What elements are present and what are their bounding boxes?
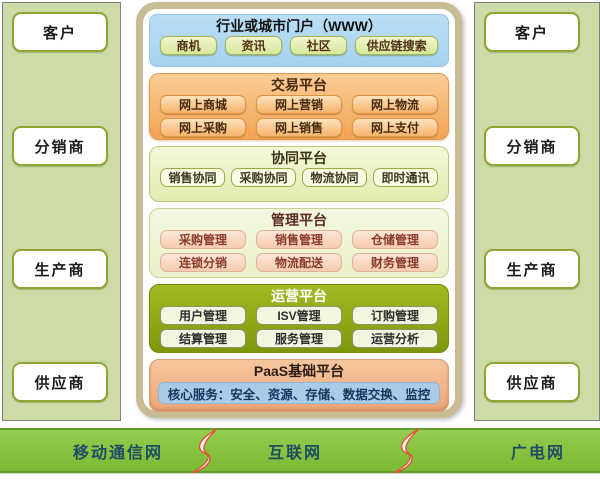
network-label-broadcast: 广电网 (510, 444, 566, 462)
node-logistics-delivery: 物流配送 (256, 253, 342, 272)
lightning-bolt-icon (391, 428, 420, 475)
node-sales-management: 销售管理 (256, 230, 342, 249)
operations-buttons: 用户管理 ISV管理 订购管理 结算管理 服务管理 运营分析 (156, 306, 442, 348)
network-label-internet: 互联网 (267, 444, 323, 462)
node-finance-management: 财务管理 (352, 253, 438, 272)
node-service-management: 服务管理 (256, 329, 342, 348)
network-label-mobile: 移动通信网 (72, 444, 164, 462)
entity-manufacturer-left: 生产商 (12, 249, 108, 289)
node-settlement-management: 结算管理 (160, 329, 246, 348)
operations-platform-title: 运营平台 (271, 288, 327, 304)
right-entities-panel: 客户 分销商 生产商 供应商 (474, 2, 600, 421)
node-user-management: 用户管理 (160, 306, 246, 325)
node-warehouse-management: 仓储管理 (352, 230, 438, 249)
node-information: 资讯 (225, 36, 283, 55)
node-community: 社区 (290, 36, 348, 55)
node-order-management: 订购管理 (352, 306, 438, 325)
node-sales-collaboration: 销售协同 (160, 168, 225, 187)
paas-platform-section: PaaS基础平台 核心服务：安全、资源、存储、数据交换、监控 (149, 359, 449, 412)
node-procurement-management: 采购管理 (160, 230, 246, 249)
collaboration-buttons: 销售协同 采购协同 物流协同 即时通讯 (156, 168, 442, 187)
node-instant-messaging: 即时通讯 (373, 168, 438, 187)
paas-platform-title: PaaS基础平台 (253, 363, 345, 379)
node-operations-analysis: 运营分析 (352, 329, 438, 348)
node-online-mall: 网上商城 (160, 95, 246, 114)
network-bar: 移动通信网 互联网 广电网 (0, 428, 600, 475)
entity-customer-left: 客户 (12, 12, 108, 52)
node-logistics-collaboration: 物流协同 (302, 168, 367, 187)
entity-supplier-left: 供应商 (12, 362, 108, 402)
node-online-sales: 网上销售 (256, 118, 342, 137)
portal-buttons: 商机 资讯 社区 供应链搜索 (156, 36, 442, 55)
management-platform-title: 管理平台 (271, 212, 327, 228)
node-online-marketing: 网上营销 (256, 95, 342, 114)
left-entities-panel: 客户 分销商 生产商 供应商 (2, 2, 121, 421)
platform-stack-frame: 行业或城市门户（WWW） 商机 资讯 社区 供应链搜索 交易平台 网上商城 网上… (136, 2, 462, 418)
portal-title: 行业或城市门户（WWW） (216, 18, 382, 34)
node-business-opportunity: 商机 (160, 36, 218, 55)
collaboration-platform-section: 协同平台 销售协同 采购协同 物流协同 即时通讯 (149, 146, 449, 202)
entity-manufacturer-right: 生产商 (484, 249, 580, 289)
node-online-procurement: 网上采购 (160, 118, 246, 137)
node-chain-distribution: 连锁分销 (160, 253, 246, 272)
trading-platform-section: 交易平台 网上商城 网上营销 网上物流 网上采购 网上销售 网上支付 (149, 73, 449, 140)
trading-buttons: 网上商城 网上营销 网上物流 网上采购 网上销售 网上支付 (156, 95, 442, 137)
platform-stack: 行业或城市门户（WWW） 商机 资讯 社区 供应链搜索 交易平台 网上商城 网上… (143, 9, 455, 412)
management-buttons: 采购管理 销售管理 仓储管理 连锁分销 物流配送 财务管理 (156, 230, 442, 272)
node-supply-chain-search: 供应链搜索 (355, 36, 438, 55)
entity-distributor-right: 分销商 (484, 126, 580, 166)
node-online-logistics: 网上物流 (352, 95, 438, 114)
collaboration-platform-title: 协同平台 (271, 150, 327, 166)
trading-platform-title: 交易平台 (271, 77, 327, 93)
entity-supplier-right: 供应商 (484, 362, 580, 402)
entity-distributor-left: 分销商 (12, 126, 108, 166)
management-platform-section: 管理平台 采购管理 销售管理 仓储管理 连锁分销 物流配送 财务管理 (149, 208, 449, 278)
node-online-payment: 网上支付 (352, 118, 438, 137)
node-isv-management: ISV管理 (256, 306, 342, 325)
node-procurement-collaboration: 采购协同 (231, 168, 296, 187)
paas-core-services: 核心服务：安全、资源、存储、数据交换、监控 (158, 382, 440, 404)
portal-section: 行业或城市门户（WWW） 商机 资讯 社区 供应链搜索 (149, 14, 449, 67)
operations-platform-section: 运营平台 用户管理 ISV管理 订购管理 结算管理 服务管理 运营分析 (149, 284, 449, 353)
lightning-bolt-icon (189, 428, 218, 475)
bottom-strip (0, 473, 600, 480)
entity-customer-right: 客户 (484, 12, 580, 52)
